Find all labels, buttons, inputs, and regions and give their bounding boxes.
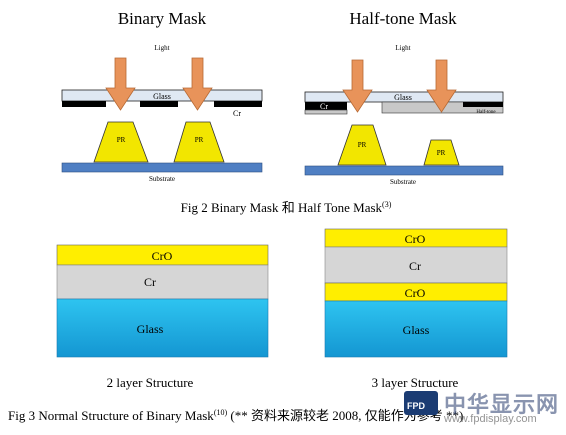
layer-cro-top-3layer-label: CrO (405, 232, 426, 246)
three-layer-caption: 3 layer Structure (372, 375, 459, 390)
arrow-halftone-1 (342, 59, 373, 113)
fig3-caption-ref: (10) (214, 408, 228, 417)
layer-cr-3layer-label: Cr (409, 259, 421, 273)
pr-block-halftone-2 (423, 139, 460, 166)
layer-cr-3layer (324, 246, 508, 284)
binary-mask-diagram: Light Glass Cr PR PR (61, 44, 263, 173)
arrow-binary-1 (105, 57, 136, 111)
substrate-label-halftone: Substrate (390, 178, 416, 186)
arrow-halftone-2 (426, 59, 457, 113)
substrate-label-binary: Substrate (149, 175, 175, 183)
watermark-site-url: www.fpdisplay.com (444, 413, 537, 425)
binary-mask-title: Binary Mask (118, 9, 207, 28)
fpd-logo-text: FPD (407, 401, 425, 411)
glass-label-halftone: Glass (394, 93, 412, 102)
fig3-caption-text: Fig 3 Normal Structure of Binary Mask (8, 408, 214, 423)
halftone-mask-title: Half-tone Mask (349, 9, 457, 28)
chrome-block-halftone-1 (305, 102, 347, 110)
two-layer-stack: CrO Cr Glass (56, 244, 269, 358)
chrome-block-binary-3 (214, 101, 262, 107)
two-layer-caption: 2 layer Structure (107, 375, 194, 390)
chrome-block-binary-1 (62, 101, 106, 107)
fig2-caption: Fig 2 Binary Mask 和 Half Tone Mask(3) (181, 200, 392, 215)
cr-label: Cr (233, 109, 241, 118)
substrate-binary (61, 162, 263, 173)
pr-label-binary-2: PR (195, 136, 204, 144)
pr-block-binary-2 (173, 121, 225, 163)
layer-cr-2layer-label: Cr (144, 275, 156, 289)
fig2-caption-ref: (3) (382, 200, 392, 209)
fig2-caption-text: Fig 2 Binary Mask 和 Half Tone Mask (181, 200, 383, 215)
watermark-site-name: 中华显示网 (444, 393, 560, 418)
arrow-binary-2 (182, 57, 213, 111)
pr-block-halftone-1 (337, 124, 387, 166)
chrome-block-halftone-2 (463, 102, 503, 107)
cr-label-halftone: Cr (320, 102, 328, 111)
glass-label-binary: Glass (153, 92, 171, 101)
pr-block-binary-1 (93, 121, 149, 163)
layer-cro-bottom-3layer-label: CrO (405, 286, 426, 300)
light-label-binary: Light (154, 44, 169, 52)
pr-label-binary-1: PR (117, 136, 126, 144)
chrome-cap-halftone-1 (304, 109, 348, 115)
pr-label-halftone-2: PR (437, 149, 446, 157)
halftone-mask-diagram: Light Glass Cr Half-tone PR PR (304, 44, 504, 176)
fpd-logo-icon: FPD (404, 391, 438, 415)
halftone-layer-label: Half-tone (476, 110, 496, 115)
fig3-caption: Fig 3 Normal Structure of Binary Mask(10… (8, 408, 463, 423)
layer-glass-3layer-label: Glass (403, 323, 430, 337)
site-watermark: FPD 中华显示网 www.fpdisplay.com (404, 387, 564, 433)
light-label-halftone: Light (395, 44, 410, 52)
layer-glass-2layer-label: Glass (137, 322, 164, 336)
three-layer-stack: CrO Cr CrO Glass (324, 228, 508, 358)
substrate-halftone (304, 165, 504, 176)
layer-glass-2layer (56, 298, 269, 358)
layer-glass-3layer (324, 300, 508, 358)
pr-label-halftone-1: PR (358, 141, 367, 149)
layer-cro-2layer-label: CrO (152, 249, 173, 263)
layer-cr-2layer (56, 264, 269, 300)
chrome-block-binary-2 (140, 101, 178, 107)
